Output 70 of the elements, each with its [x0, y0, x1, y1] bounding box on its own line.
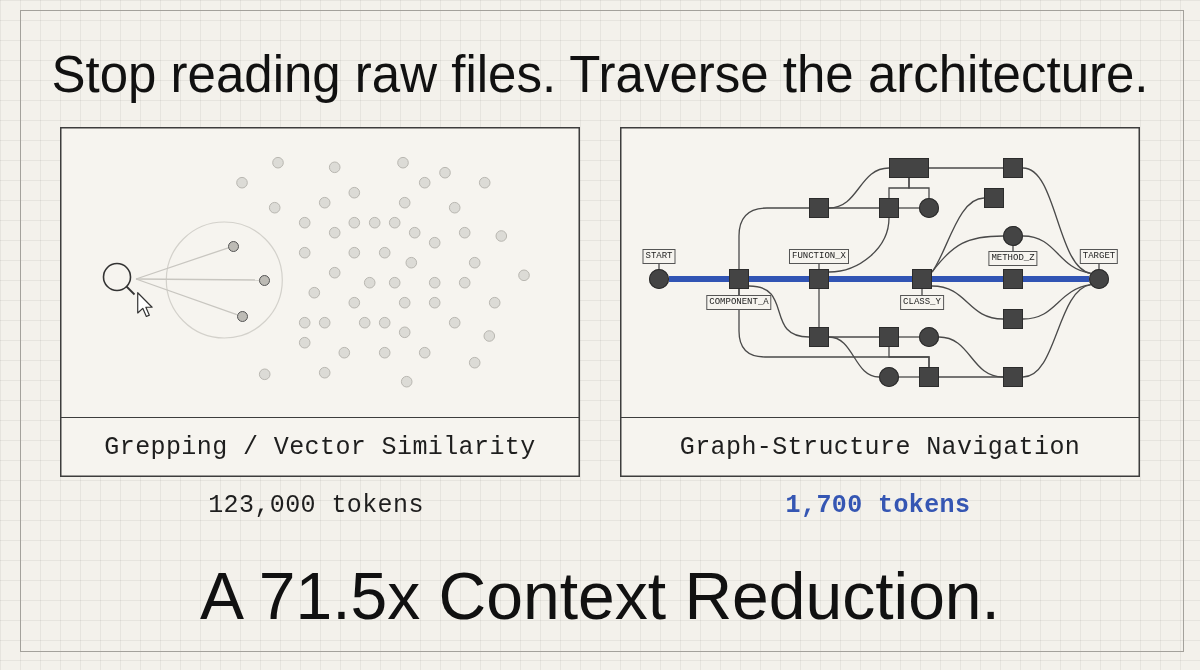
highlighted-path	[932, 276, 1003, 282]
connector	[828, 217, 890, 273]
node-label: CLASS_Y	[900, 295, 944, 310]
highlighted-path	[1023, 276, 1089, 282]
magnifier-icon	[102, 262, 136, 296]
graph-node	[919, 327, 939, 347]
connector	[908, 177, 930, 199]
node-label: FUNCTION_X	[789, 249, 849, 264]
connector	[1022, 235, 1092, 274]
connector	[931, 235, 1004, 273]
highlighted-dot	[259, 274, 270, 286]
graph-node	[879, 198, 899, 218]
connector	[738, 207, 810, 270]
highlighted-path	[829, 276, 912, 282]
graph-node	[809, 198, 829, 218]
connector	[928, 167, 1004, 169]
panel-caption: Grepping / Vector Similarity	[104, 432, 536, 463]
connector	[1022, 284, 1092, 320]
graph-node	[809, 327, 829, 347]
leader-line	[921, 288, 923, 296]
node-label: START	[642, 249, 676, 264]
graph-node	[1003, 367, 1023, 387]
connector	[898, 376, 920, 378]
graph-node	[889, 158, 929, 178]
panel-caption: Graph-Structure Navigation	[679, 432, 1081, 463]
graph-node	[912, 269, 932, 289]
token-count: 1,700 tokens	[785, 491, 971, 521]
connector	[135, 247, 229, 280]
graph-node	[1089, 269, 1109, 289]
panel	[60, 127, 580, 477]
connector	[748, 285, 810, 338]
panel	[620, 127, 1140, 477]
graph-node	[1003, 226, 1023, 246]
connector	[898, 207, 920, 209]
connector	[938, 376, 1004, 378]
connector	[818, 288, 820, 328]
node-label: METHOD_Z	[988, 251, 1038, 266]
connector	[888, 346, 930, 368]
title: Stop reading raw files. Traverse the architecture.	[51, 45, 1149, 105]
leader-line	[1098, 263, 1100, 270]
connector	[135, 278, 238, 316]
graph-node	[919, 367, 939, 387]
highlighted-dot	[236, 311, 248, 322]
node-label: COMPONENT_A	[706, 295, 772, 310]
graph-node	[984, 188, 1004, 208]
graph-node	[809, 269, 829, 289]
token-count: 123,000 tokens	[208, 491, 424, 521]
leader-line	[1012, 245, 1014, 252]
connector	[135, 278, 260, 281]
graph-node	[879, 367, 899, 387]
graph-node	[919, 198, 939, 218]
graph-node	[1003, 309, 1023, 329]
connector	[931, 285, 1004, 320]
connector	[828, 336, 880, 378]
leader-line	[818, 263, 820, 270]
highlighted-path	[669, 276, 729, 282]
node-label: TARGET	[1079, 249, 1119, 264]
caption: A 71.5x Context Reduction.	[200, 558, 1000, 635]
leader-line	[658, 263, 660, 270]
graph-node	[649, 269, 669, 289]
graph-node	[1003, 269, 1023, 289]
graph-node	[879, 327, 899, 347]
graph-node	[1003, 158, 1023, 178]
connector	[898, 336, 920, 338]
connector	[828, 207, 880, 209]
connector	[828, 336, 880, 338]
connector	[938, 336, 1004, 378]
highlighted-dot	[228, 240, 239, 252]
highlighted-path	[749, 276, 809, 282]
graph-node	[729, 269, 749, 289]
